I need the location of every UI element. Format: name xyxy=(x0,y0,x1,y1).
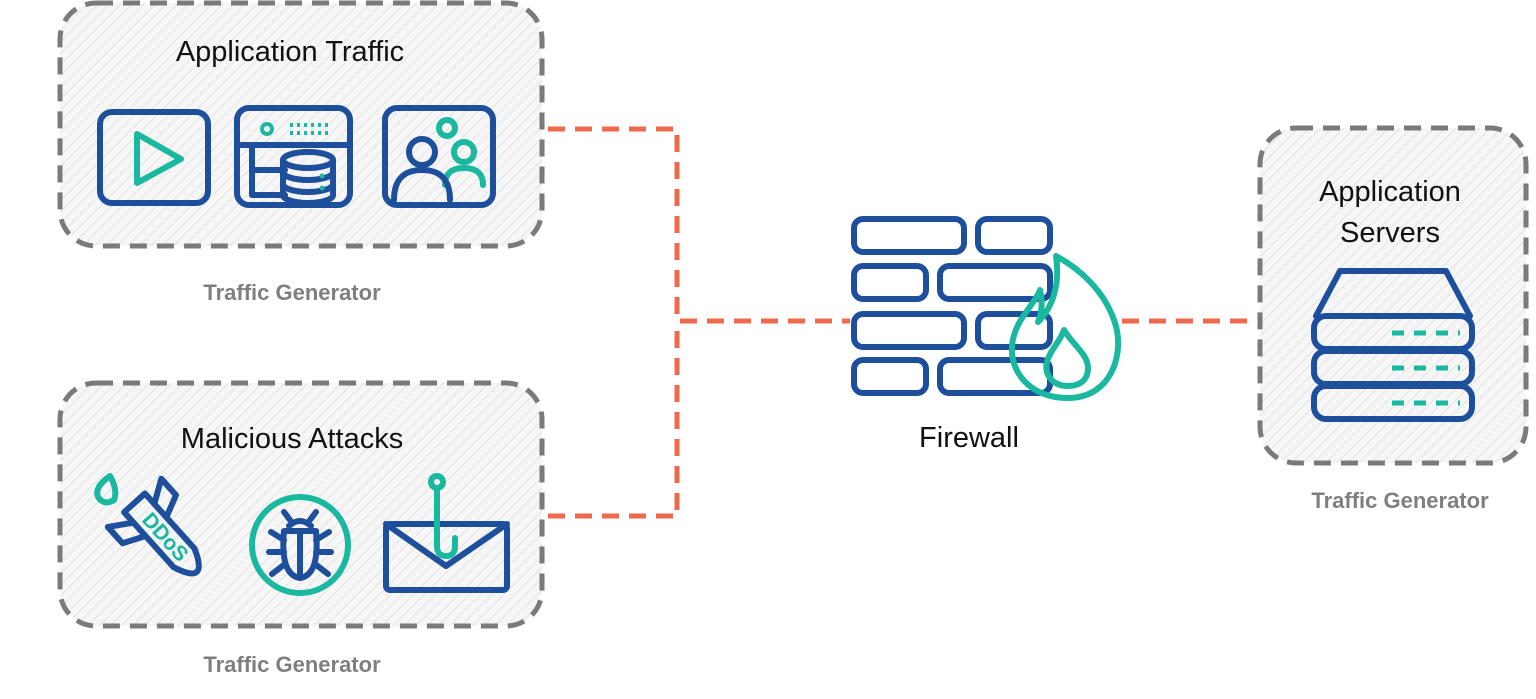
app-traffic-box xyxy=(57,0,545,249)
database-server-icon xyxy=(234,105,353,208)
app-traffic-group: Application Traffic xyxy=(57,0,545,305)
firewall-icon xyxy=(851,216,1053,396)
flame-icon xyxy=(1008,253,1122,401)
servers-group: Application Servers Traffic Generator xyxy=(1257,125,1529,513)
attacks-caption: Traffic Generator xyxy=(203,652,381,677)
attacks-box xyxy=(57,380,545,629)
firewall-node: Firewall xyxy=(851,216,1122,454)
users-icon xyxy=(382,105,496,208)
video-play-icon xyxy=(97,109,211,206)
servers-caption: Traffic Generator xyxy=(1311,488,1489,513)
attacks-title: Malicious Attacks xyxy=(181,423,403,455)
firewall-label: Firewall xyxy=(919,422,1019,454)
servers-box xyxy=(1257,125,1529,466)
attacks-group: Malicious Attacks DDoS xyxy=(57,380,545,677)
servers-title-line2: Servers xyxy=(1340,217,1440,249)
app-traffic-title: Application Traffic xyxy=(176,36,404,68)
servers-title-line1: Application xyxy=(1319,176,1461,208)
connector-app-to-firewall xyxy=(548,126,850,324)
connector-attacks-to-firewall xyxy=(548,321,680,519)
bug-icon xyxy=(249,494,351,596)
server-stack-icon xyxy=(1311,268,1475,422)
phishing-email-icon xyxy=(383,473,510,593)
connectors xyxy=(548,126,1254,519)
app-traffic-caption: Traffic Generator xyxy=(203,280,381,305)
